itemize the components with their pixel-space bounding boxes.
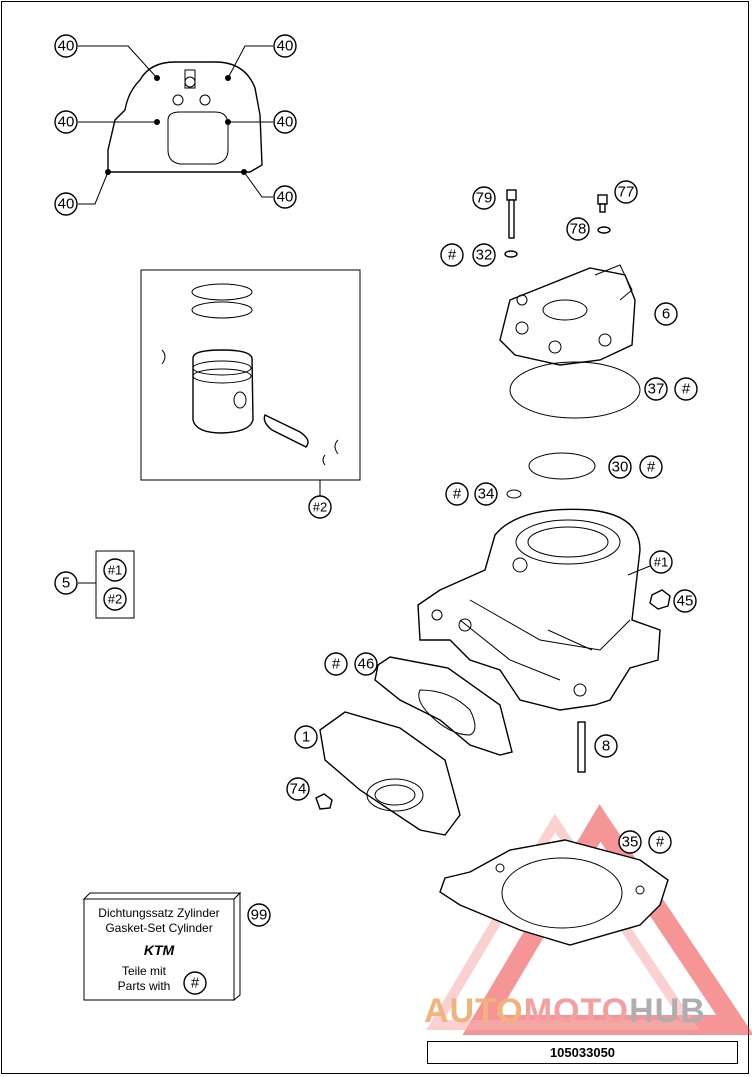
callout-37: 37	[644, 377, 668, 401]
gasket-kit-line-de: Dichtungssatz Zylinder	[98, 906, 220, 920]
svg-text:30: 30	[612, 459, 629, 476]
callout-cylinder-kit: #1	[649, 550, 673, 574]
cylinder-o-ring	[528, 452, 596, 480]
svg-text:#1: #1	[108, 563, 122, 578]
svg-text:#2: #2	[108, 592, 122, 607]
svg-text:40: 40	[58, 38, 75, 55]
callout-74: 74	[286, 777, 310, 801]
callout-77: 77	[614, 180, 638, 204]
cylinder	[417, 508, 661, 711]
svg-text:#: #	[332, 656, 341, 673]
cylinder-head	[499, 264, 636, 366]
svg-text:#: #	[448, 247, 457, 264]
svg-text:8: 8	[602, 738, 610, 755]
callout-78: 78	[566, 217, 590, 241]
svg-text:74: 74	[290, 781, 307, 798]
base-gasket	[439, 839, 669, 946]
svg-text:35: 35	[622, 834, 639, 851]
callout-79: 79	[472, 186, 496, 210]
cylinder-base-gasket	[374, 656, 513, 756]
callout-45: 45	[673, 589, 697, 613]
callout-hash-37: #	[674, 377, 698, 401]
gasket-kit-label: Dichtungssatz Zylinder Gasket-Set Cylind…	[84, 893, 234, 999]
svg-text:77: 77	[618, 184, 635, 201]
nut	[649, 589, 671, 610]
callout-hash-35: #	[648, 830, 672, 854]
svg-text:1: 1	[302, 729, 310, 746]
small-o-ring	[506, 489, 522, 499]
svg-text:40: 40	[58, 196, 75, 213]
svg-text:32: 32	[476, 247, 493, 264]
callout-46: 46	[354, 652, 378, 676]
svg-text:#1: #1	[654, 555, 668, 570]
intake-flange	[319, 711, 461, 836]
piston-assembly	[140, 269, 361, 496]
callout-hash-32: #	[440, 243, 464, 267]
watermark-moto: MOTO	[523, 992, 630, 1030]
gasket-kit-package: #	[82, 891, 242, 1002]
callout-40-bottom-left: 40	[54, 192, 78, 216]
kit-box	[78, 550, 135, 619]
callout-35: 35	[618, 830, 642, 854]
svg-text:#: #	[453, 486, 462, 503]
head-gasket-outline	[78, 45, 273, 205]
callout-hash-30: #	[639, 455, 663, 479]
callout-kit-1: #1	[103, 558, 127, 582]
callout-40-mid-left: 40	[54, 110, 78, 134]
gasket-kit-line-en: Gasket-Set Cylinder	[105, 921, 213, 935]
svg-text:40: 40	[58, 114, 75, 131]
callout-hash-34: #	[445, 482, 469, 506]
callout-hash-46: #	[324, 652, 348, 676]
svg-text:#: #	[656, 834, 665, 851]
stud	[577, 721, 586, 773]
callout-32: 32	[472, 243, 496, 267]
callout-40-top-left: 40	[54, 34, 78, 58]
svg-text:#: #	[682, 381, 691, 398]
svg-text:45: 45	[677, 593, 694, 610]
watermark-auto: AUTO	[424, 992, 524, 1030]
callout-kit-2: #2	[103, 587, 127, 611]
svg-text:79: 79	[476, 190, 493, 207]
gasket-kit-parts-en: Parts with	[117, 979, 171, 993]
callout-34: 34	[474, 482, 498, 506]
svg-text:40: 40	[277, 189, 294, 206]
svg-text:78: 78	[570, 221, 587, 238]
svg-text:99: 99	[251, 907, 268, 924]
gasket-kit-parts-de: Teile mit	[121, 964, 166, 978]
watermark-hub: HUB	[629, 992, 706, 1030]
svg-text:34: 34	[478, 486, 495, 503]
callout-40-top-right: 40	[273, 34, 297, 58]
svg-text:#: #	[647, 459, 656, 476]
head-o-ring	[509, 361, 641, 419]
callout-8: 8	[594, 734, 618, 758]
watermark-text: AUTOMOTOHUB	[424, 992, 706, 1031]
svg-text:40: 40	[277, 114, 294, 131]
ktm-logo: KTM	[143, 942, 175, 958]
callout-6: 6	[654, 302, 678, 326]
svg-text:5: 5	[62, 575, 70, 592]
svg-text:#: #	[191, 975, 200, 992]
svg-text:6: 6	[662, 306, 670, 323]
svg-text:40: 40	[277, 38, 294, 55]
callout-40-bottom-right: 40	[273, 185, 297, 209]
callout-5: 5	[54, 571, 78, 595]
document-number: 105033050	[427, 1041, 738, 1064]
callout-99: 99	[247, 903, 271, 927]
callout-1: 1	[294, 725, 318, 749]
callout-30: 30	[608, 455, 632, 479]
svg-text:46: 46	[358, 656, 375, 673]
callout-40-mid-right: 40	[273, 110, 297, 134]
head-bolt-hardware	[504, 189, 611, 258]
svg-text:37: 37	[648, 381, 665, 398]
callout-piston-kit: #2	[308, 495, 332, 519]
flange-nut	[315, 793, 333, 810]
svg-text:#2: #2	[313, 500, 327, 515]
